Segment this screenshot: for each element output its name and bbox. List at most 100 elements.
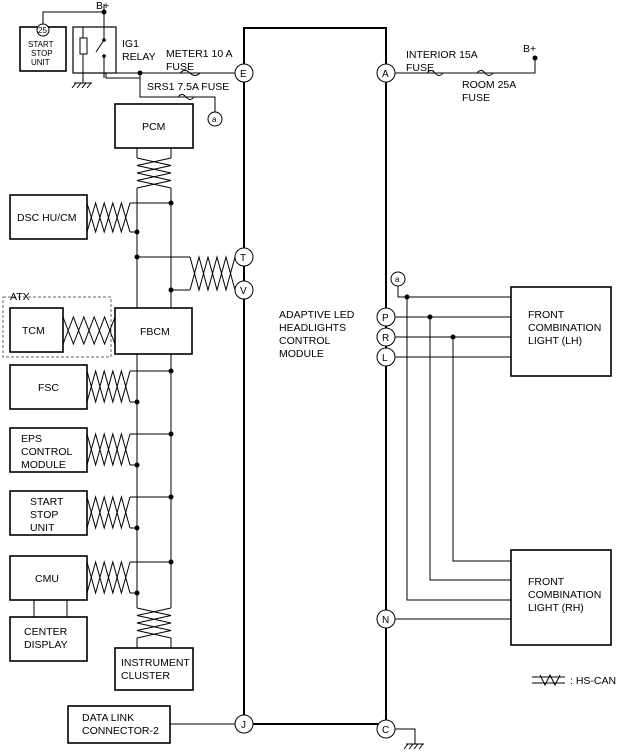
module-label-1: ADAPTIVE LED xyxy=(279,309,355,321)
cluster-label-1: INSTRUMENT xyxy=(121,657,190,669)
terminal-n: N xyxy=(376,609,396,629)
can-twist xyxy=(136,157,172,189)
interior-fuse-icon xyxy=(426,70,444,76)
adaptive-led-headlights-control-module xyxy=(243,27,387,725)
eps-label-3: MODULE xyxy=(21,459,66,471)
meter1-fuse-label-1: METER1 10 A xyxy=(166,48,233,60)
start-stop-top-label-3: UNIT xyxy=(31,58,50,67)
lh-power-wire xyxy=(397,286,511,298)
svg-text:P: P xyxy=(382,313,389,324)
fbcm-label: FBCM xyxy=(140,326,170,338)
room-fuse-label-1: ROOM 25A xyxy=(462,79,516,91)
start-stop-unit-box xyxy=(9,490,88,536)
cmu-box xyxy=(9,555,88,601)
srs1-fuse-icon xyxy=(177,94,195,100)
bplus-top-label: B+ xyxy=(96,0,109,12)
can-twist xyxy=(86,369,131,404)
junction-dot xyxy=(168,200,174,206)
can-twist xyxy=(86,432,131,467)
fbcm-box xyxy=(114,307,193,355)
fsc-label: FSC xyxy=(38,382,59,394)
eps-label-1: EPS xyxy=(21,433,42,445)
cmu-label: CMU xyxy=(35,573,59,585)
hs-can-bus xyxy=(62,148,236,648)
rh-label-2: COMBINATION xyxy=(528,589,601,601)
svg-text:V: V xyxy=(240,286,247,297)
junction-dot xyxy=(168,431,174,437)
module-label-3: CONTROL xyxy=(279,335,330,347)
ssu-label-2: STOP xyxy=(30,509,58,521)
lh-label-3: LIGHT (LH) xyxy=(528,335,582,347)
junction-dot xyxy=(168,494,174,500)
relay-switch-icon xyxy=(95,27,105,73)
tcm-label: TCM xyxy=(22,325,45,337)
lh-label-1: FRONT xyxy=(528,309,565,321)
ground-icon xyxy=(71,73,92,89)
center-display-label-1: CENTER xyxy=(24,626,68,638)
eps-label-2: CONTROL xyxy=(21,446,72,458)
svg-text:E: E xyxy=(240,69,247,80)
dlc-label-1: DATA LINK xyxy=(82,712,134,724)
center-display-label-2: DISPLAY xyxy=(24,639,68,651)
can-twist xyxy=(136,607,172,639)
front-combination-light-lh xyxy=(510,286,612,377)
pcm-box xyxy=(114,103,194,149)
junction-dot xyxy=(168,559,174,565)
terminal-a: A xyxy=(376,63,396,83)
module-label-2: HEADLIGHTS xyxy=(279,322,346,334)
pcm-label: PCM xyxy=(142,121,165,133)
terminal-r: R xyxy=(376,327,396,347)
connector-a-top-label: a xyxy=(212,115,217,124)
start-stop-top-label-1: START xyxy=(28,40,54,49)
junction-dot xyxy=(134,590,140,596)
svg-text:J: J xyxy=(241,720,246,731)
ig1-label: IG1 xyxy=(122,38,139,50)
rh-label-1: FRONT xyxy=(528,576,565,588)
can-twist xyxy=(86,495,131,530)
svg-text:T: T xyxy=(240,253,246,264)
can-twist xyxy=(189,255,236,292)
atx-label: ATX xyxy=(10,291,30,303)
ssu-label-3: UNIT xyxy=(30,522,55,534)
connector-a-right-label: a xyxy=(395,275,400,284)
can-twist xyxy=(136,607,172,639)
room-fuse-label-2: FUSE xyxy=(462,92,490,104)
meter1-fuse-icon xyxy=(179,70,201,76)
tcm-box xyxy=(9,307,64,353)
instrument-cluster-box xyxy=(114,647,194,691)
hs-can-legend: : HS-CAN xyxy=(570,675,616,687)
terminal-c: C xyxy=(376,719,396,739)
terminal-e: E xyxy=(234,63,254,83)
rh-label-3: LIGHT (RH) xyxy=(528,602,584,614)
terminal-j: J xyxy=(234,714,254,734)
svg-text:R: R xyxy=(382,333,389,344)
fsc-box xyxy=(9,364,88,410)
rh-power-wire xyxy=(406,297,511,601)
connector-a-top-icon xyxy=(207,111,223,127)
lh-label-2: COMBINATION xyxy=(528,322,601,334)
eps-control-module-box xyxy=(9,427,88,473)
can-twist xyxy=(136,157,172,189)
start-stop-top-label-2: STOP xyxy=(31,49,53,58)
ground-c-icon xyxy=(395,728,424,750)
srs1-fuse-label: SRS1 7.5A FUSE xyxy=(147,81,229,93)
can-twist xyxy=(86,201,131,234)
start-stop-connector-number: 25 xyxy=(38,26,47,35)
interior-fuse-label-2: FUSE xyxy=(406,62,434,74)
svg-text:N: N xyxy=(382,615,389,626)
terminal-v: V xyxy=(234,280,254,300)
svg-text:A: A xyxy=(382,69,389,80)
svg-text:L: L xyxy=(382,353,388,364)
junction-dot xyxy=(134,254,140,260)
dlc-label-2: CONNECTOR-2 xyxy=(82,725,159,737)
junction-dot xyxy=(168,287,174,293)
junction-dot xyxy=(134,525,140,531)
data-link-connector-2-box xyxy=(67,705,171,744)
ig1-relay-box xyxy=(72,26,117,74)
module-label-4: MODULE xyxy=(279,348,324,360)
can-twist xyxy=(62,315,116,346)
front-combination-light-rh xyxy=(510,549,612,646)
srs1-fuse-wire xyxy=(139,73,216,112)
interior-fuse-label-1: INTERIOR 15A xyxy=(406,49,478,61)
relay-label: RELAY xyxy=(122,51,156,63)
